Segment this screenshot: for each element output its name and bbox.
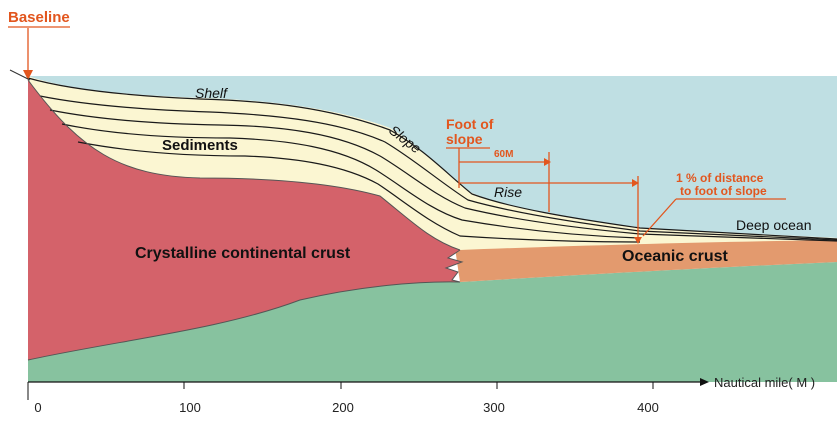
axis-title: Nautical mile( M ) <box>714 375 815 390</box>
deep-ocean-label: Deep ocean <box>736 217 812 233</box>
oceanic-crust-label: Oceanic crust <box>622 248 729 265</box>
continental-crust-label: Crystalline continental crust <box>135 245 351 262</box>
axis-tick-300: 300 <box>483 400 505 415</box>
foot-of-slope-label-line1: Foot of <box>446 116 494 132</box>
baseline-label: Baseline <box>8 9 70 26</box>
one-percent-label-line2: to foot of slope <box>680 184 767 198</box>
shelf-label: Shelf <box>195 85 229 101</box>
sediments-label: Sediments <box>162 137 238 154</box>
rise-label: Rise <box>494 184 522 200</box>
continental-crust-layer <box>28 80 462 360</box>
nautical-mile-axis: 0 100 200 300 400 Nautical mile( M ) <box>27 375 815 415</box>
baseline-marker: Baseline <box>8 9 70 81</box>
foot-of-slope-label-line2: slope <box>446 131 483 147</box>
sediment-wedge <box>28 76 837 250</box>
mantle-layer <box>28 262 837 382</box>
axis-tick-400: 400 <box>637 400 659 415</box>
crust-outlines <box>27 79 464 361</box>
one-percent-label-line1: 1 % of distance <box>676 171 764 185</box>
axis-tick-0: 0 <box>34 400 41 415</box>
one-percent-annotation: 1 % of distance to foot of slope <box>634 171 786 244</box>
oceanic-crust-layer <box>455 238 837 282</box>
distance-60m-label: 60M <box>494 149 513 160</box>
foot-of-slope-annotation: Foot of slope 60M <box>446 116 639 238</box>
ocean-water <box>28 76 837 238</box>
sediment-layer-lines <box>27 77 837 243</box>
axis-tick-200: 200 <box>332 400 354 415</box>
axis-tick-100: 100 <box>179 400 201 415</box>
